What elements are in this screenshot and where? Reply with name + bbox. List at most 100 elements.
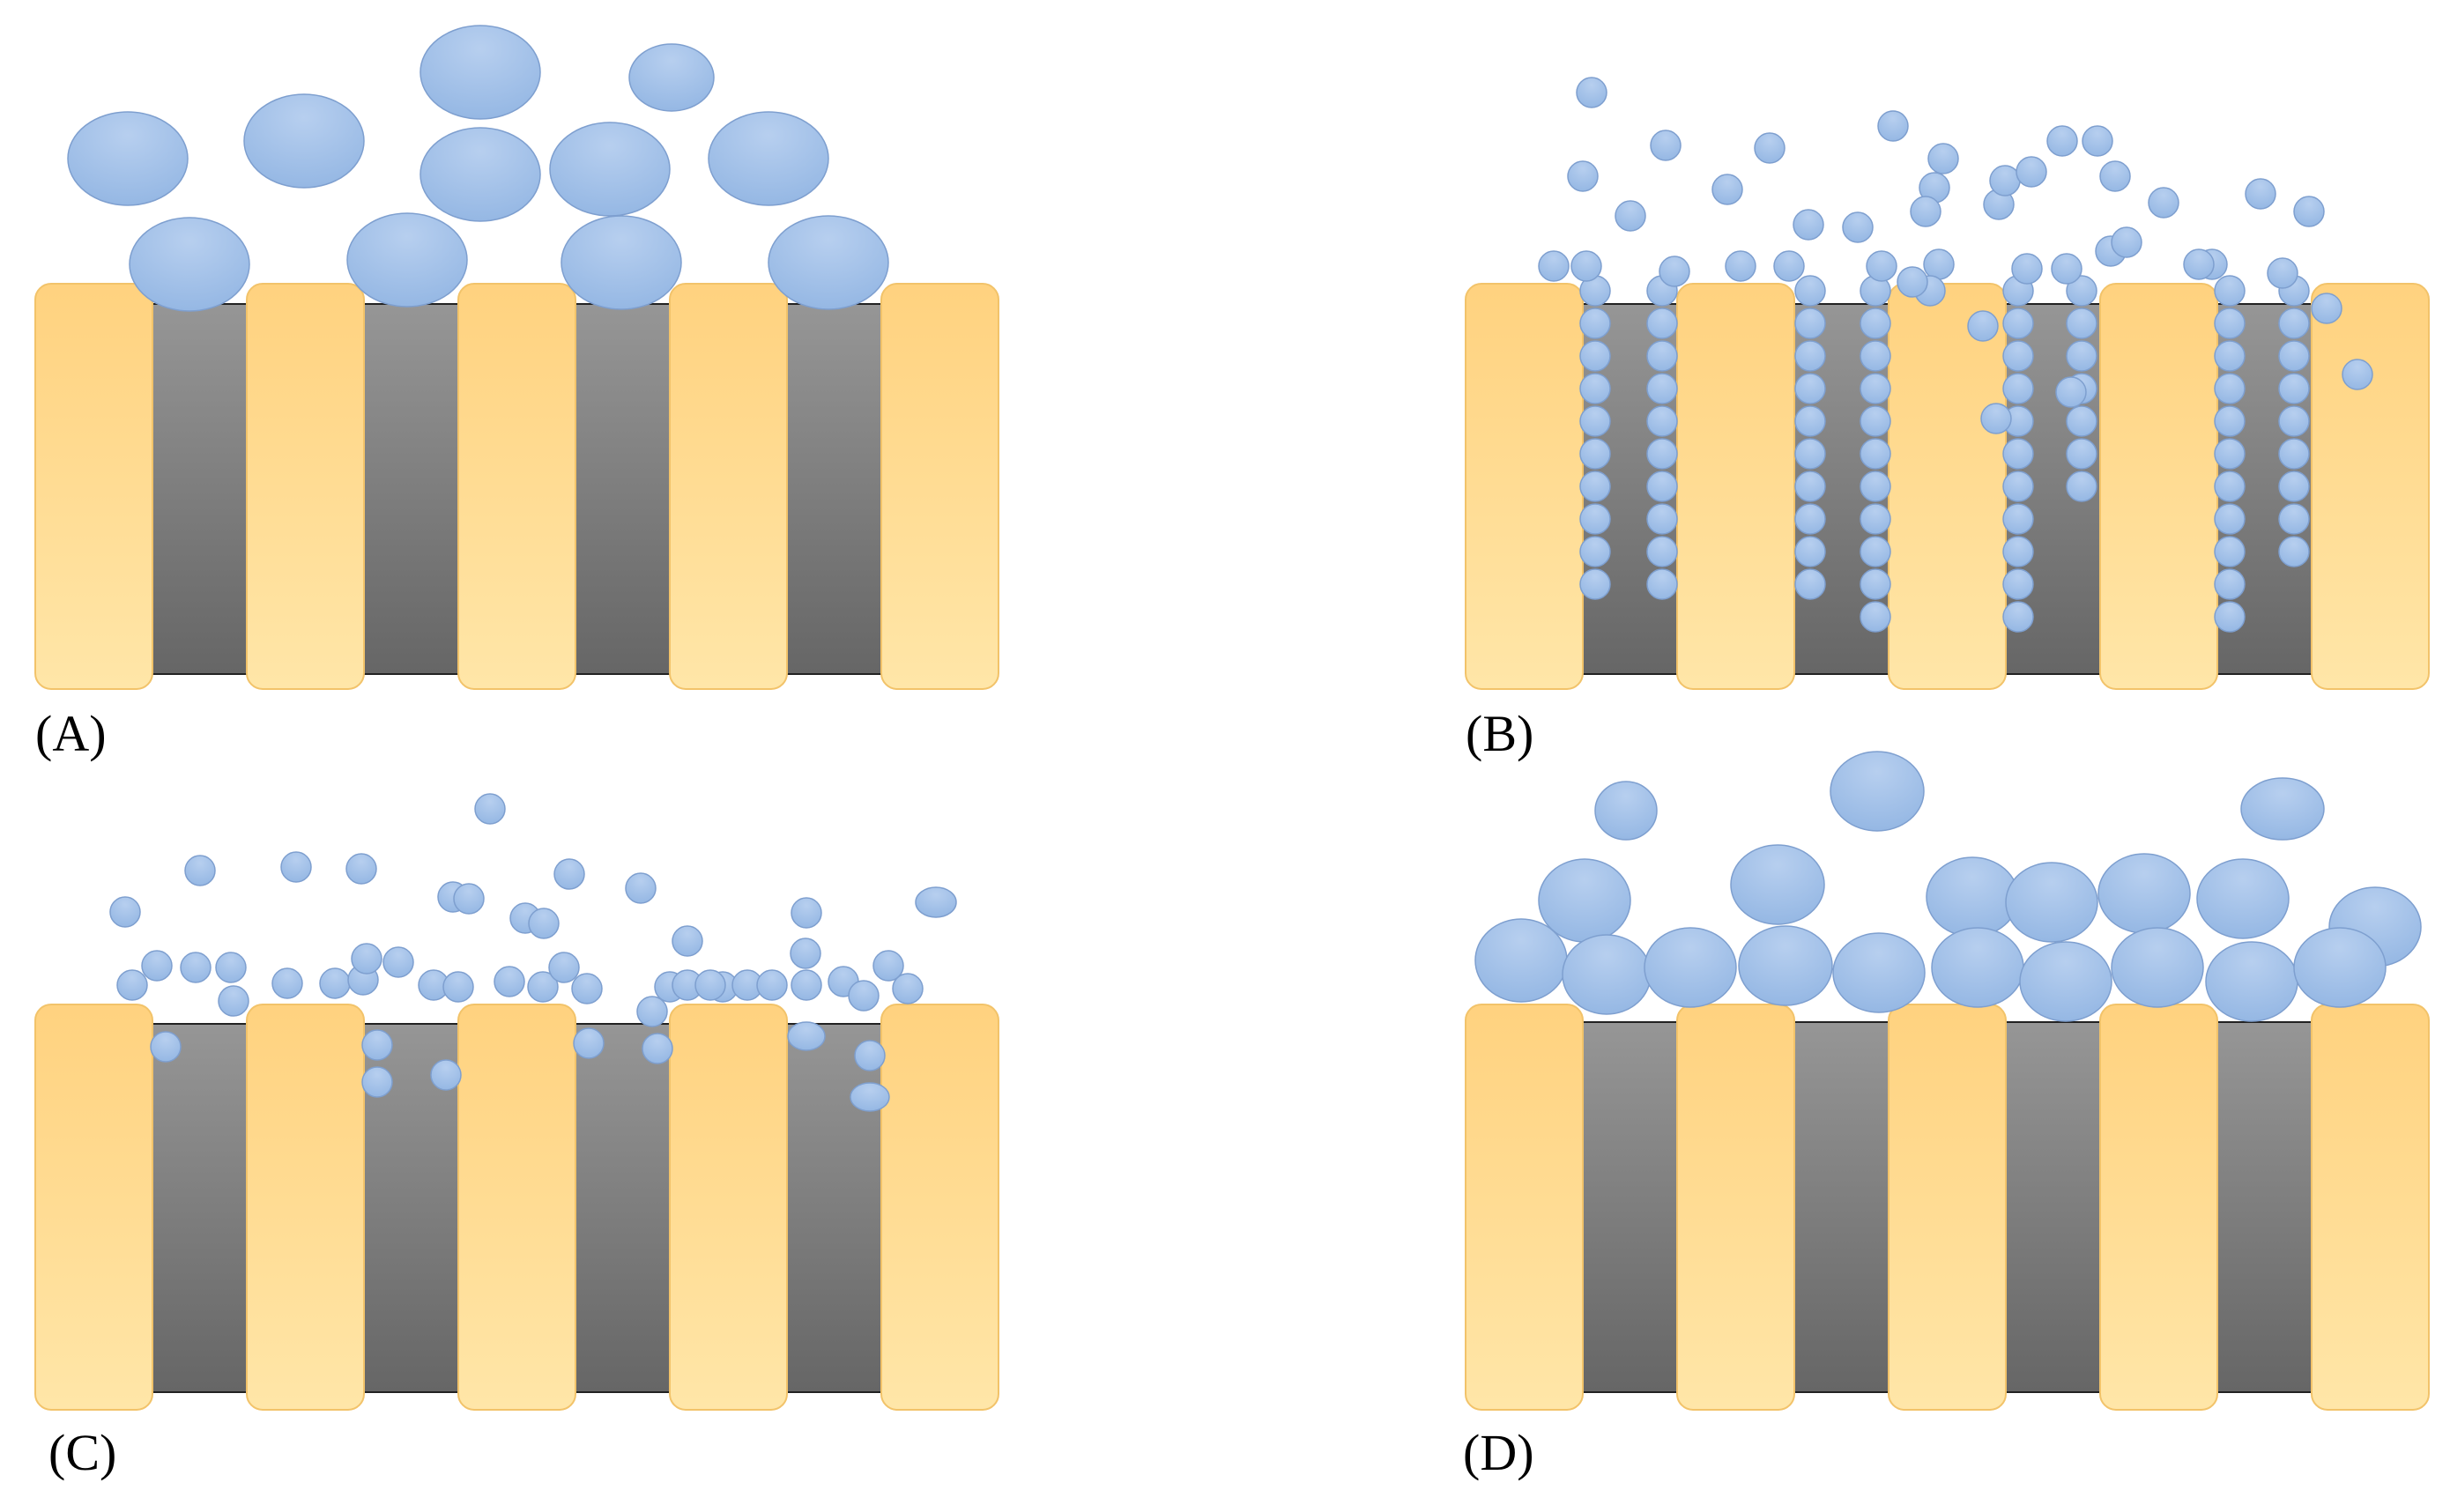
particle [1860,373,1891,404]
particle [1877,110,1909,142]
pore [575,303,671,675]
particle [346,212,468,308]
particle [1646,471,1678,502]
membrane-pillar [1465,283,1584,690]
particle [2148,187,2179,219]
particle [1927,143,1959,174]
particle [2051,253,2082,285]
particle [2245,178,2276,210]
particle [1794,471,1826,502]
particle [548,952,580,983]
particle [1725,250,1756,282]
particle [2002,373,2034,404]
particle [1646,308,1678,339]
particle [1646,373,1678,404]
particle [1860,438,1891,470]
particle [2214,373,2246,404]
particle [109,896,141,928]
membrane-pillar [2311,283,2430,690]
particle [1980,403,2012,434]
particle [453,883,485,915]
pore [2005,1021,2101,1393]
particle [2002,568,2034,600]
particle [2002,308,2034,339]
particle [1926,856,2019,938]
pore [2216,1021,2313,1393]
membrane-pillar [2311,1004,2430,1411]
particle [850,1082,890,1112]
particle [1579,373,1611,404]
panel-d-label: (D) [1463,1424,1534,1481]
particle [2214,568,2246,600]
particle [1646,405,1678,437]
particle [694,969,726,1001]
particle [2240,777,2325,841]
membrane-pillar [1676,283,1795,690]
particle [1923,248,1955,280]
pore [786,1023,882,1393]
particle [2046,125,2078,157]
particle [1794,340,1826,372]
particle [1474,918,1568,1003]
particle [2214,503,2246,535]
particle [915,886,957,918]
particle [1860,405,1891,437]
particle [854,1040,886,1071]
membrane-pillar [457,283,576,690]
particle [2005,862,2098,943]
membrane-pillar [1888,283,2007,690]
particle [2278,438,2310,470]
particle [872,950,904,982]
particle [184,855,216,886]
particle [2066,438,2097,470]
particle [2214,405,2246,437]
particle [1794,568,1826,600]
panel-a-label: (A) [35,705,107,762]
particle [2097,853,2191,934]
particle [1646,568,1678,600]
particle [642,1033,673,1064]
panel-d [1465,751,2430,1411]
particle [1860,536,1891,567]
particle [2214,438,2246,470]
particle [672,925,703,957]
particle [2183,248,2215,280]
particle [1842,211,1874,243]
particle [2278,536,2310,567]
particle [141,950,173,982]
particle [787,1021,826,1051]
particle [494,966,525,997]
particle [756,969,788,1001]
particle [549,122,671,217]
panel-c [34,793,999,1411]
particle [442,971,474,1003]
membrane-pillar [2099,1004,2218,1411]
particle [2205,941,2298,1022]
particle [527,971,559,1003]
particle [1730,844,1825,925]
particle [243,93,365,189]
particle [1754,132,1786,164]
particle [271,967,303,999]
particle [2002,503,2034,535]
particle [2066,340,2097,372]
particle [1989,165,2021,196]
particle [625,872,657,904]
particle [528,908,560,939]
particle [2019,941,2112,1022]
particle [2214,471,2246,502]
particle [1794,308,1826,339]
particle [1579,471,1611,502]
particle [1897,266,1928,298]
particle [2278,373,2310,404]
particle [1794,373,1826,404]
particle [419,127,541,222]
particle [2002,438,2034,470]
membrane-pillar [880,1004,999,1411]
particle [1910,196,1941,227]
particle [116,969,148,1001]
particle [2214,601,2246,633]
membrane-pillar [880,283,999,690]
particle [2214,308,2246,339]
